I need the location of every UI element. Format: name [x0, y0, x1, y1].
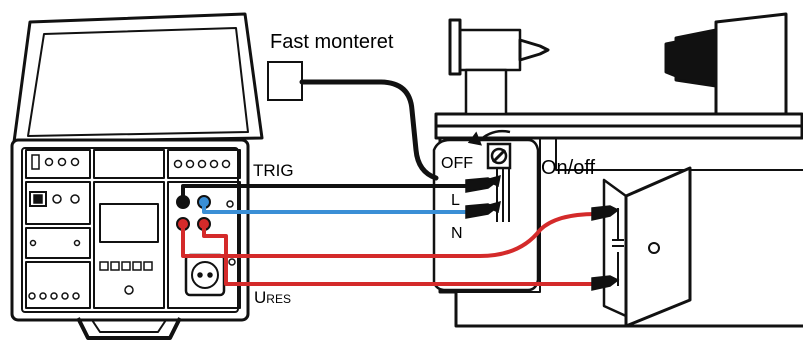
machine-door — [604, 168, 690, 326]
label-off: OFF — [441, 155, 473, 172]
label-ures-main: U — [254, 288, 266, 307]
label-on-off: On/off — [541, 157, 596, 179]
label-ures-sub: RES — [266, 292, 291, 306]
label-n: N — [451, 225, 463, 242]
label-fast-monteret: Fast monteret — [270, 31, 394, 53]
label-ures: URES — [254, 288, 291, 307]
fixed-mounted-box — [268, 62, 302, 100]
fixed-cable — [302, 82, 436, 178]
label-l: L — [451, 192, 460, 209]
label-trig: TRIG — [253, 161, 294, 180]
